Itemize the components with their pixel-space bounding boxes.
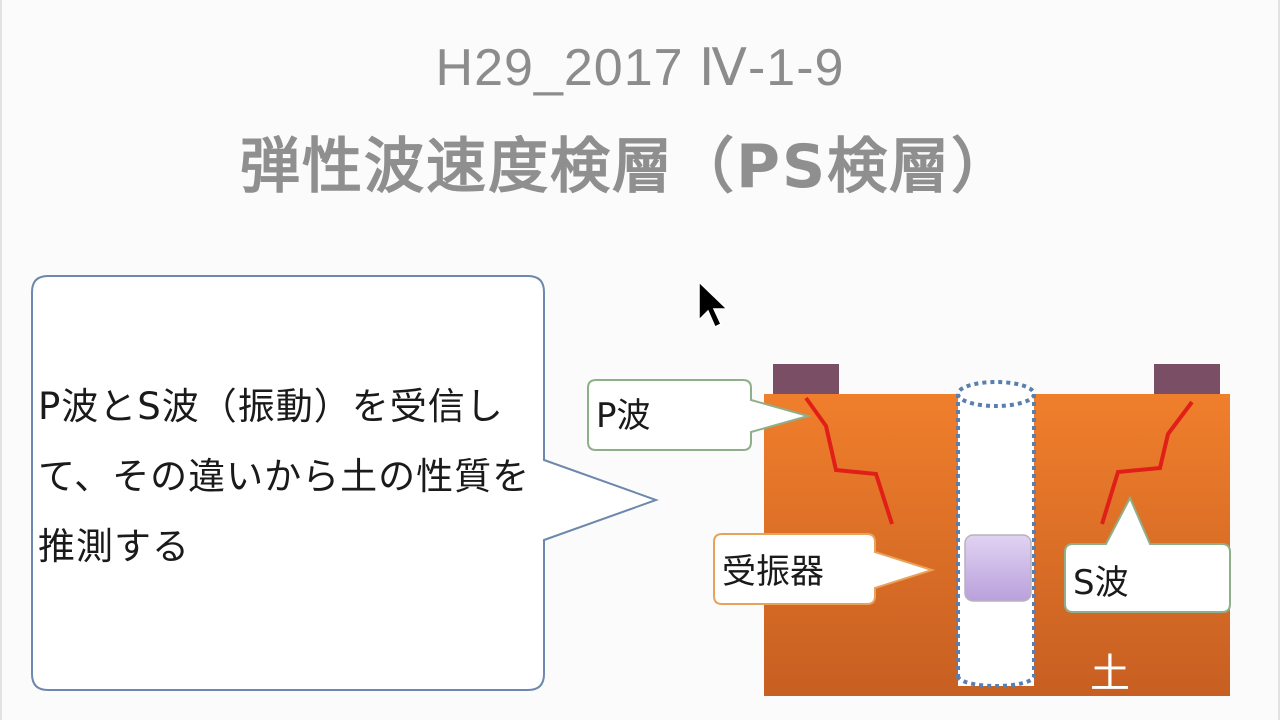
p-wave-path [804,396,894,525]
s-wave-path [1100,400,1194,525]
s-wave-label: S波 [1073,563,1129,603]
receiver [964,534,1032,602]
borehole-top-ellipse [956,380,1036,408]
soil-label: 土 [1090,651,1130,697]
s-wave-source-pad [1154,364,1220,394]
mouse-cursor-icon [698,280,729,329]
slide-edge-right [1278,0,1280,720]
p-wave-callout [587,379,812,451]
receiver-callout [713,533,936,605]
p-wave-label: P波 [596,396,651,436]
callout-description: P波とS波（振動）を受信して、その違いから土の性質を推測する [38,385,531,568]
p-wave-source-pad [773,364,839,394]
receiver-label: 受振器 [722,552,824,592]
s-wave-callout [1064,495,1231,613]
borehole-bottom-arc [956,675,1036,688]
slide-title: 弾性波速度検層（PS検層） [240,132,1014,202]
slide-title-code: H29_2017 Ⅳ-1-9 [435,39,845,97]
main-callout-bubble [31,275,659,691]
slide-edge-left [0,0,2,720]
